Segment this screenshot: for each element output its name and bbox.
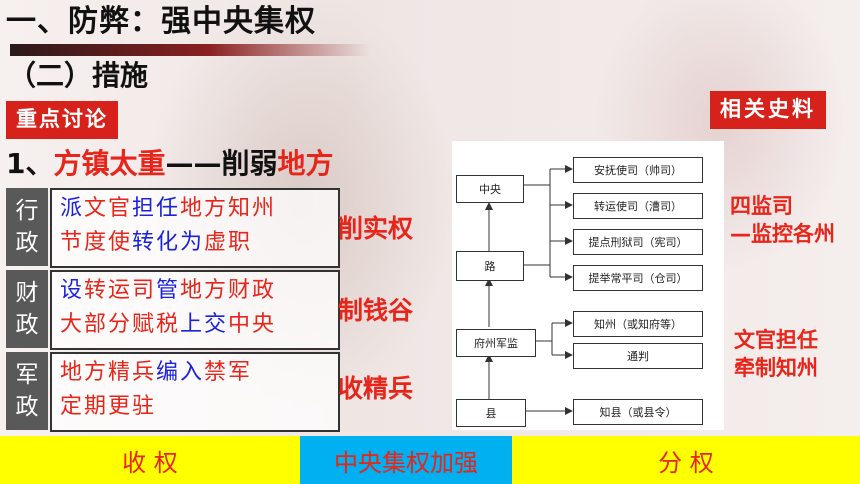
bottom-middle-label: 中央集权加强 <box>300 436 512 484</box>
office-zhizhou: 知州（或知府等） <box>573 311 703 337</box>
effect-finance: 制钱谷 <box>338 296 414 325</box>
text-segment: 地方精兵 <box>60 360 157 385</box>
row-body: 派文官担任地方知州 节度使转化为虚职 <box>50 188 340 268</box>
text-segment: 虚职 <box>204 230 253 255</box>
office-zhixian: 知县（或县令） <box>573 399 703 425</box>
text-segment: 地方知州 <box>180 196 277 221</box>
section-subtitle: （二）措施 <box>8 59 149 92</box>
text-segment: 派 <box>60 196 85 221</box>
key-discussion-tag: 重点讨论 <box>6 101 118 139</box>
point-target: 地方 <box>277 147 334 180</box>
row-line-2: 节度使转化为虚职 <box>60 226 338 260</box>
office-tongpan: 通判 <box>573 343 703 369</box>
measure-row-military: 军 政 地方精兵编入禁军 定期更驻 <box>6 352 340 432</box>
point-problem: 方镇太重 <box>53 147 166 180</box>
node-xian: 县 <box>456 399 526 427</box>
text-segment: 编入 <box>156 360 205 385</box>
point-dash: ——削弱 <box>165 147 278 180</box>
bottom-left-label: 收 权 <box>122 448 178 477</box>
text-segment: 管 <box>156 278 181 303</box>
text-segment: 文官 <box>84 196 133 221</box>
text-segment: 上交 <box>180 312 229 337</box>
effect-military: 收精兵 <box>338 374 414 403</box>
bottom-summary-bar: 收 权 中央集权加强 分 权 <box>0 436 860 484</box>
text-segment: 担任 <box>132 196 181 221</box>
point-number: 1、 <box>6 147 54 180</box>
row-label: 军 政 <box>6 352 48 430</box>
song-administration-diagram: 中央 路 府州军监 县 安抚使司（帅司） 转运使司（漕司） 提点刑狱司（宪司） … <box>452 141 724 430</box>
diagram-connectors <box>485 165 573 415</box>
office-zhuanyun: 转运使司（漕司） <box>573 193 703 219</box>
text-segment: 设 <box>60 278 85 303</box>
text-segment: 转化为 <box>132 230 205 255</box>
row-line-1: 派文官担任地方知州 <box>60 192 338 226</box>
row-line-2: 定期更驻 <box>60 390 338 424</box>
text-segment: 中央 <box>228 312 277 337</box>
text-segment: 转运司 <box>84 278 157 303</box>
row-label: 行 政 <box>6 188 48 266</box>
row-body: 地方精兵编入禁军 定期更驻 <box>50 352 340 432</box>
office-tidian: 提点刑狱司（宪司） <box>573 229 703 255</box>
text-segment: 禁军 <box>204 360 253 385</box>
text-segment: 节度使 <box>60 230 133 255</box>
note-civil-official: 文官担任 牵制知州 <box>734 328 818 380</box>
title-underline <box>10 44 370 56</box>
slide-title: 一、防弊：强中央集权 <box>6 4 316 39</box>
effect-administration: 削实权 <box>338 214 414 243</box>
row-line-1: 设转运司管地方财政 <box>60 274 338 308</box>
bottom-right-label: 分 权 <box>658 448 714 477</box>
office-tiju: 提举常平司（仓司） <box>573 265 703 291</box>
measure-row-administration: 行 政 派文官担任地方知州 节度使转化为虚职 <box>6 188 340 268</box>
node-fuzhou: 府州军监 <box>456 329 536 357</box>
text-segment: 定期更驻 <box>60 394 157 419</box>
text-segment: 地方财政 <box>180 278 277 303</box>
row-label: 财 政 <box>6 270 48 348</box>
historical-materials-tag[interactable]: 相关史料 <box>710 91 826 129</box>
measure-row-finance: 财 政 设转运司管地方财政 大部分赋税上交中央 <box>6 270 340 350</box>
row-line-1: 地方精兵编入禁军 <box>60 356 338 390</box>
node-lu: 路 <box>456 251 524 281</box>
note-four-offices: 四监司 —监控各州 <box>730 194 835 246</box>
node-central: 中央 <box>456 175 524 203</box>
row-body: 设转运司管地方财政 大部分赋税上交中央 <box>50 270 340 350</box>
point-heading: 1、方镇太重——削弱地方 <box>6 144 334 184</box>
office-anfu: 安抚使司（帅司） <box>573 157 703 183</box>
text-segment: 大部分赋税 <box>60 312 181 337</box>
row-line-2: 大部分赋税上交中央 <box>60 308 338 342</box>
